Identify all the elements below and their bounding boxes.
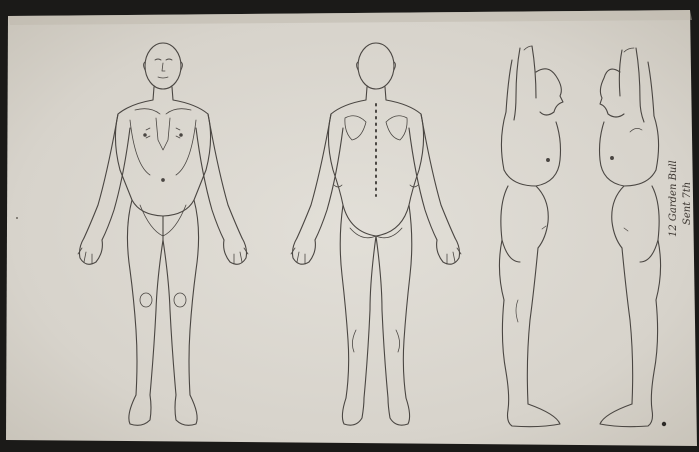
annotation-line-2: Sent 7th <box>682 182 693 225</box>
paper-mark <box>662 422 666 426</box>
paper-mark <box>16 217 18 219</box>
annotation-line-1: 12 Garden Bull <box>668 160 679 237</box>
paper <box>6 10 697 446</box>
